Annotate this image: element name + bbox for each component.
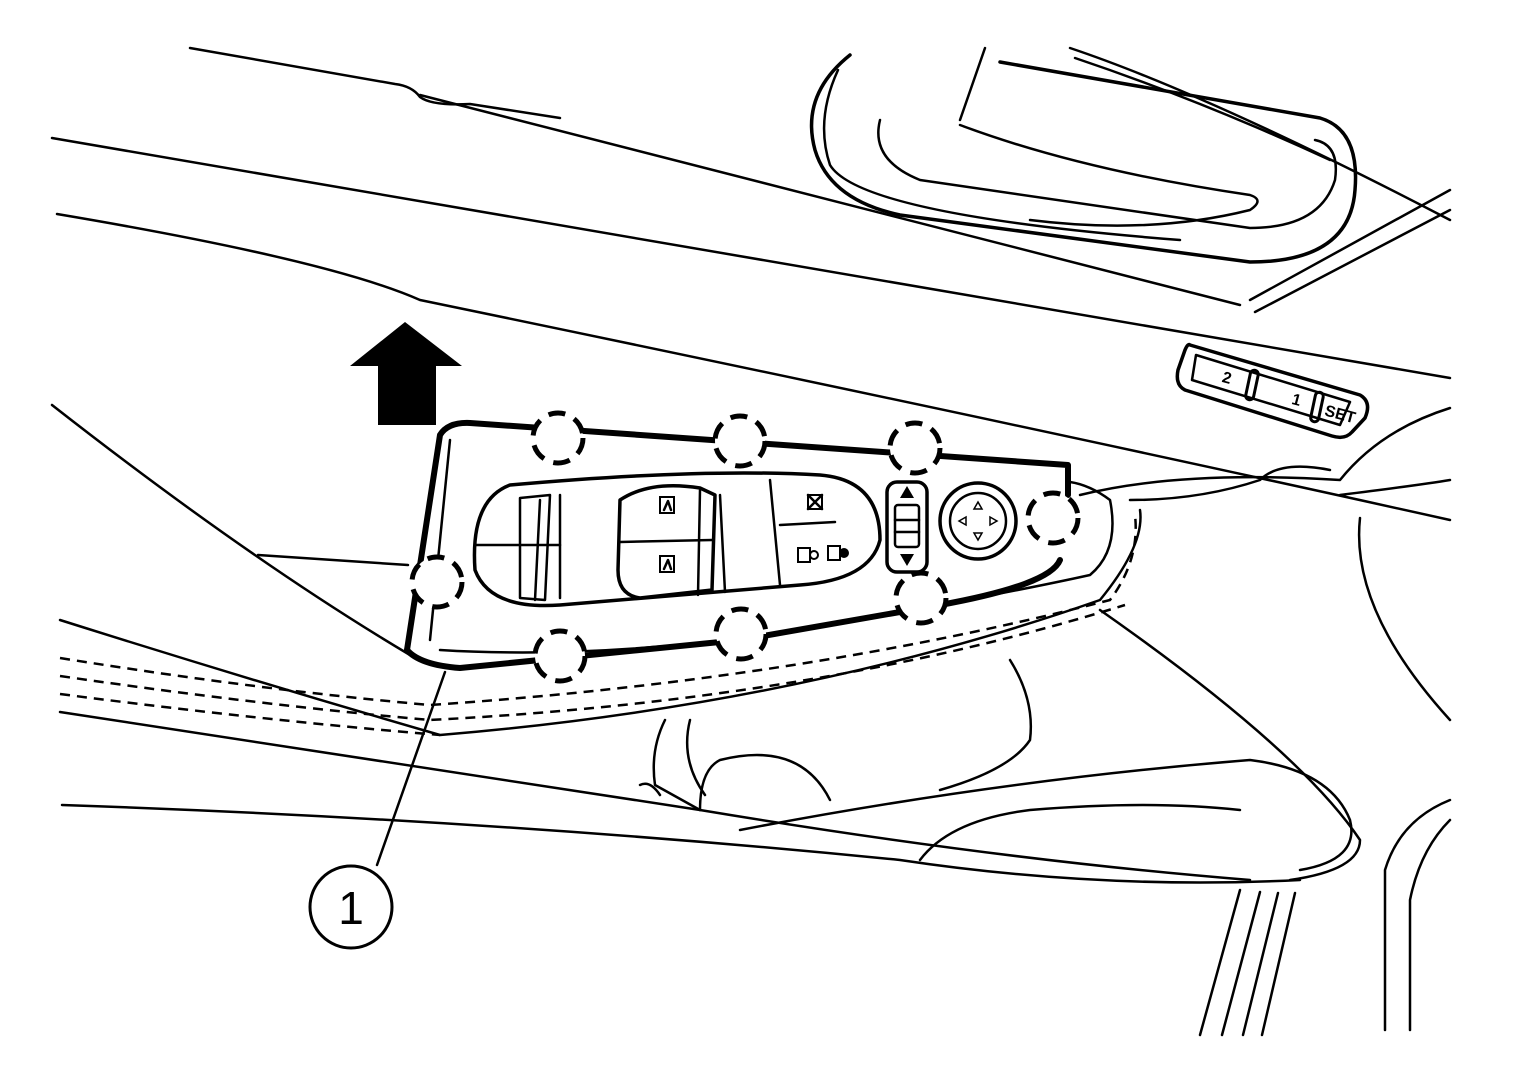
door-grab-handle bbox=[809, 46, 1358, 264]
memory-button-1-label: 1 bbox=[1290, 391, 1303, 410]
window-switch-cluster bbox=[472, 471, 882, 608]
clip bbox=[887, 420, 943, 476]
callout-number: 1 bbox=[338, 882, 364, 934]
window-lock-icon[interactable] bbox=[806, 493, 824, 511]
armrest-trim bbox=[50, 403, 1452, 1037]
clip bbox=[712, 413, 768, 469]
clip bbox=[530, 410, 586, 466]
clip bbox=[532, 628, 588, 684]
window-switch-auto-icon bbox=[659, 496, 675, 514]
mirror-joystick-icon[interactable] bbox=[938, 481, 1018, 561]
memory-button-2-label: 2 bbox=[1220, 369, 1233, 388]
door-lock-icon[interactable] bbox=[797, 545, 849, 563]
memory-button-2[interactable] bbox=[1244, 368, 1260, 402]
memory-set-label: SET bbox=[1323, 403, 1358, 428]
window-switch-auto-icon bbox=[659, 555, 675, 573]
up-arrow-icon bbox=[350, 322, 462, 425]
mirror-selector-icon[interactable] bbox=[885, 480, 929, 574]
callout-1: 1 bbox=[308, 670, 447, 950]
clip bbox=[409, 554, 465, 610]
rear-window-switch[interactable] bbox=[518, 493, 552, 602]
clip-locations bbox=[409, 410, 1081, 684]
upper-door-trim bbox=[50, 46, 1452, 522]
memory-seat-panel: 2 1 SET bbox=[1175, 342, 1370, 440]
front-window-switch[interactable] bbox=[616, 483, 717, 600]
clip bbox=[713, 606, 769, 662]
clip bbox=[893, 570, 949, 626]
memory-button-1[interactable] bbox=[1309, 390, 1325, 424]
clip bbox=[1025, 490, 1081, 546]
